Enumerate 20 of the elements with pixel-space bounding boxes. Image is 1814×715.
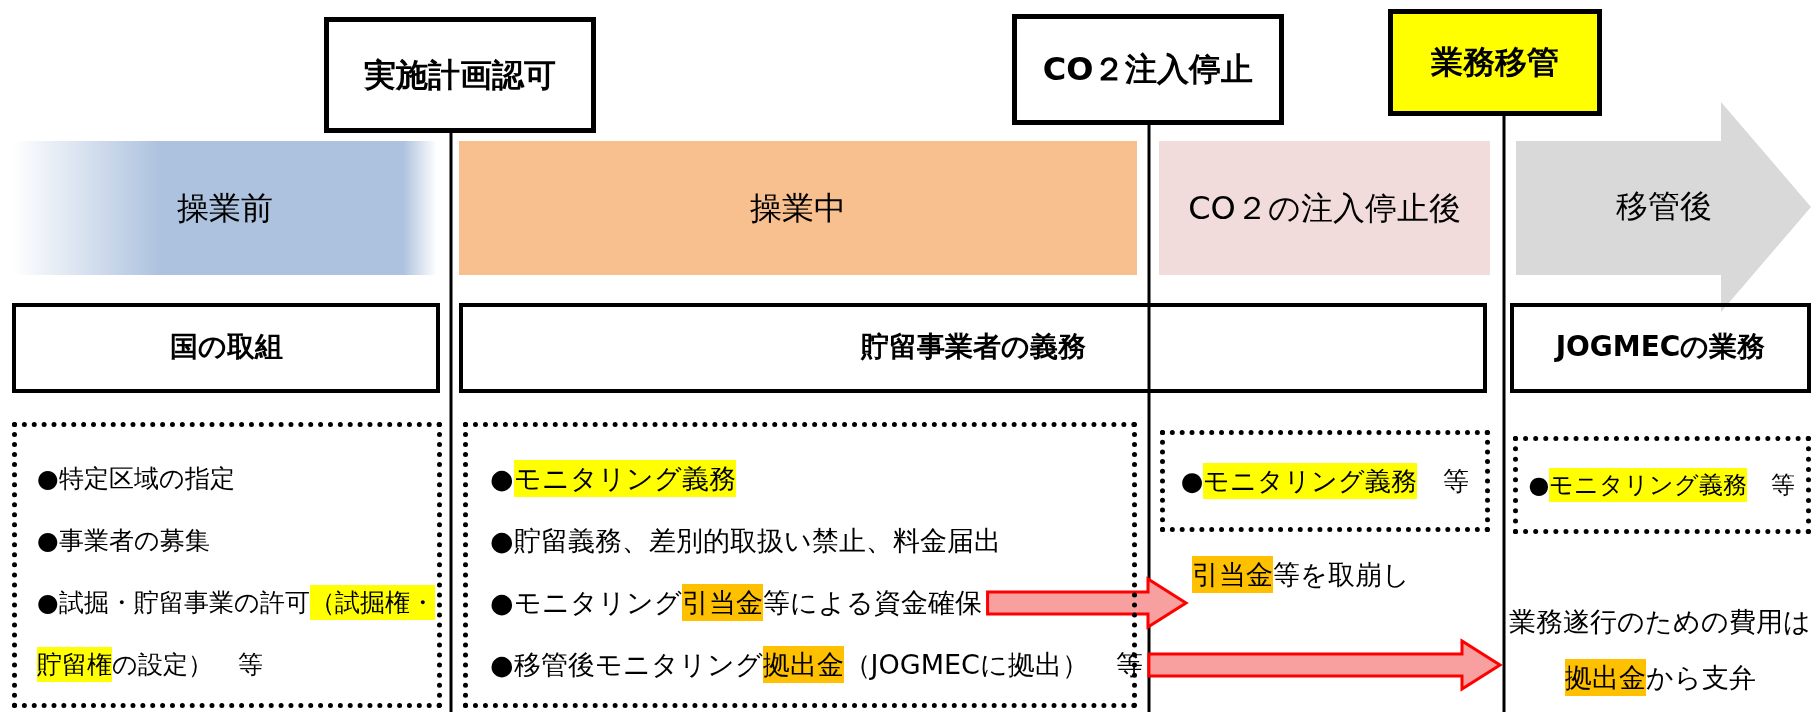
milestone-box: 業務移管: [1388, 9, 1602, 116]
block-arrow: [1147, 638, 1503, 692]
dotted-box: ●モニタリング義務 等: [1160, 430, 1490, 532]
milestone-box: 実施計画認可: [324, 17, 596, 133]
note-text: 業務遂行のための費用は拠出金から支弁: [1506, 594, 1814, 708]
bullet-text: ●事業者の募集: [37, 510, 210, 572]
milestone-box: CO２注入停止: [1012, 14, 1284, 125]
bullet-text: ●特定区域の指定: [37, 448, 235, 510]
phase-band: 操業中: [459, 141, 1137, 275]
header-box: 国の取組: [12, 303, 440, 393]
block-arrow: [986, 576, 1189, 630]
header-box: 貯留事業者の義務: [459, 303, 1487, 393]
dotted-box: ●モニタリング義務 等: [1513, 436, 1811, 534]
dotted-box: [12, 422, 442, 708]
note-text: 引当金等を取崩し: [1192, 544, 1410, 606]
phase-label: 移管後: [1615, 186, 1712, 227]
phase-band: CO２の注入停止後: [1159, 141, 1490, 275]
phase-band: [1516, 102, 1811, 312]
header-box: JOGMECの業務: [1510, 303, 1811, 393]
bullet-text: ●貯留義務、差別的取扱い禁止、料金届出: [490, 510, 1001, 572]
